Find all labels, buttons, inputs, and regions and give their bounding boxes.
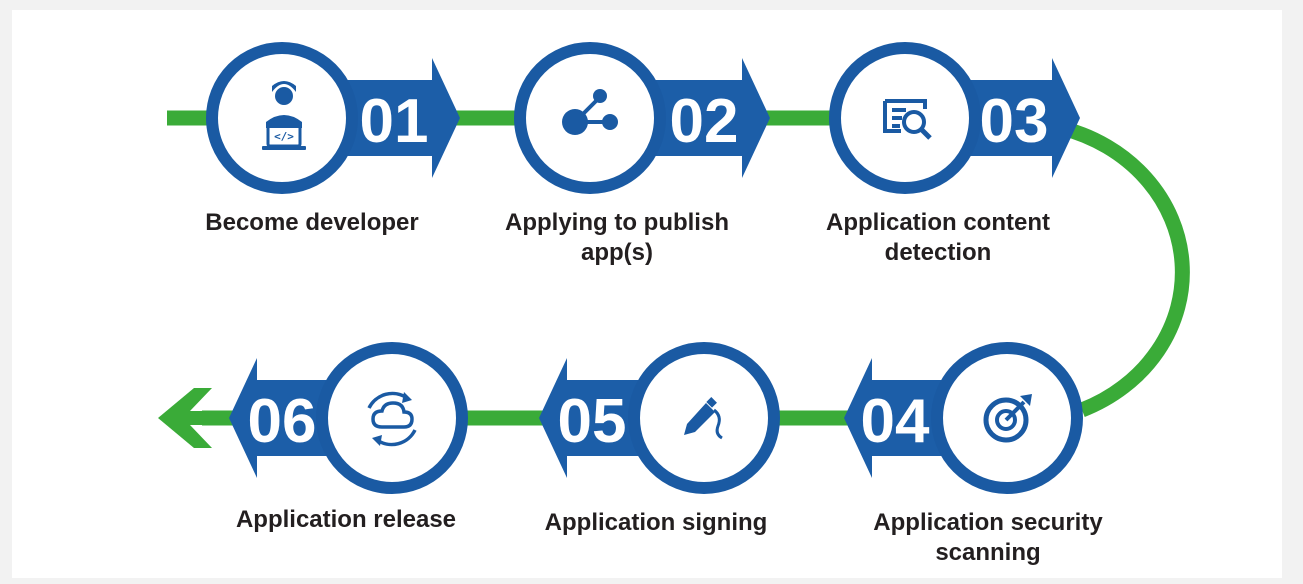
step-04: 04 [844, 342, 1083, 494]
step-06-label: Application release [235, 506, 457, 533]
step-02-label: Applying to publish app(s) [505, 209, 729, 266]
step-number: 02 [670, 87, 739, 156]
step-01-label: Become developer [205, 209, 419, 236]
step-05-label: Application signing [544, 509, 768, 536]
flow-curve [1060, 120, 1190, 417]
share-nodes-icon [562, 89, 618, 135]
svg-text:</>: </> [274, 130, 294, 143]
step-06: 06 [229, 342, 468, 494]
step-number: 01 [360, 87, 429, 156]
step-badge [539, 358, 662, 478]
step-badge [844, 358, 962, 478]
step-circle [316, 342, 468, 494]
step-circle [514, 42, 666, 194]
developer-laptop-icon: </> [262, 81, 306, 150]
step-01: 01 </> [206, 42, 460, 194]
process-diagram: 01 </> 02 [158, 42, 1190, 494]
step-03: 03 [829, 42, 1080, 194]
step-number: 05 [558, 387, 627, 456]
step-04-label: Application security scanning [873, 509, 1103, 566]
step-02: 02 [514, 42, 770, 194]
step-number: 06 [248, 387, 317, 456]
flow-end-arrow-icon [158, 388, 230, 448]
step-03-label: Application content detection [826, 209, 1050, 266]
pen-signature-icon [684, 397, 723, 440]
cloud-sync-icon [367, 391, 417, 447]
step-number: 03 [980, 87, 1049, 156]
step-05: 05 [539, 342, 780, 494]
document-search-icon [883, 99, 932, 140]
target-arrow-icon [983, 394, 1032, 443]
step-number: 04 [861, 387, 930, 456]
diagram-frame: 01 </> 02 [12, 10, 1282, 578]
